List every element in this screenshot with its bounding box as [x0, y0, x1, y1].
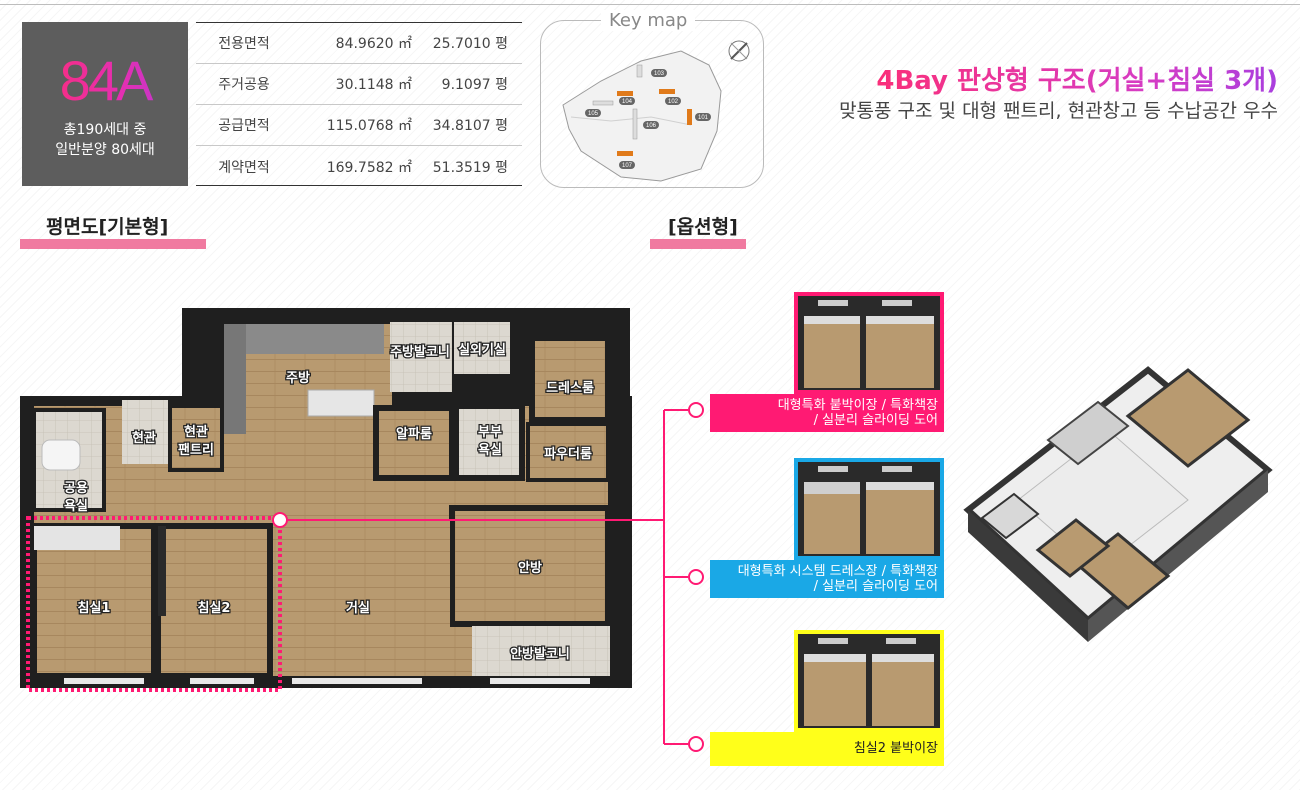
room-label-common-bath-2: 욕실	[64, 498, 88, 514]
top-divider	[0, 4, 1300, 5]
room-label-entrance: 현관	[132, 430, 156, 446]
area-row: 계약면적 169.7582 ㎡ 51.3519 평	[196, 146, 522, 187]
building-107: 107	[622, 163, 633, 169]
unit-type-label: 84A	[22, 52, 188, 110]
option-label-1-line1: 대형특화 붙박이장 / 특화책장	[777, 398, 938, 413]
headline-subtitle: 맞통풍 구조 및 대형 팬트리, 현관창고 등 수납공간 우수	[839, 100, 1278, 122]
area-m2: 84.9620 ㎡	[335, 36, 412, 52]
section-underline	[650, 239, 746, 249]
area-row: 전용면적 84.9620 ㎡ 25.7010 평	[196, 23, 522, 64]
option-connector-dot	[272, 512, 288, 528]
3d-floor-plan-render	[963, 366, 1273, 642]
option-label-2-line2: / 실분리 슬라이딩 도어	[813, 579, 938, 594]
household-count: 총190세대 중 일반분양 80세대	[22, 120, 188, 160]
room-label-master-balcony: 안방발코니	[510, 646, 570, 662]
building-105: 105	[588, 111, 599, 117]
room-label-common-bath: 공용	[64, 480, 88, 496]
room-label-outdoor-unit: 실외기실	[458, 342, 506, 358]
room-label-kitchen: 주방	[286, 370, 310, 386]
section-title-option-text: [옵션형]	[668, 216, 738, 238]
area-row: 공급면적 115.0768 ㎡ 34.8107 평	[196, 105, 522, 146]
area-pyeong: 25.7010 평	[432, 36, 508, 52]
building-106: 106	[646, 123, 657, 129]
room-label-entrance-pantry: 현관	[184, 424, 208, 440]
room-label-living-room: 거실	[346, 600, 370, 616]
key-map: 101 102 103 104 105 106 107 Key map	[540, 10, 764, 188]
area-table: 전용면적 84.9620 ㎡ 25.7010 평 주거공용 30.1148 ㎡ …	[196, 22, 522, 186]
room-label-entrance-pantry-2: 팬트리	[178, 442, 214, 458]
compass-icon	[728, 40, 750, 62]
building-104: 104	[622, 99, 633, 105]
building-101: 101	[698, 115, 709, 121]
area-m2: 115.0768 ㎡	[326, 118, 412, 134]
headline: 4Bay 판상형 구조(거실+침실 3개) 맞통풍 구조 및 대형 팬트리, 현…	[839, 64, 1278, 124]
area-label: 전용면적	[218, 36, 270, 52]
key-map-title: Key map	[601, 10, 696, 31]
option-image-3	[794, 630, 944, 732]
section-underline	[20, 239, 206, 249]
option-label-2: 대형특화 시스템 드레스장 / 특화책장 / 실분리 슬라이딩 도어	[710, 560, 944, 598]
option-image-1	[794, 292, 944, 394]
unit-type-box: 84A 총190세대 중 일반분양 80세대	[22, 22, 188, 186]
option-label-1-line2: / 실분리 슬라이딩 도어	[813, 413, 938, 428]
households-general: 일반분양 80세대	[55, 142, 155, 158]
area-pyeong: 9.1097 평	[441, 77, 508, 93]
headline-title: 4Bay 판상형 구조(거실+침실 3개)	[839, 64, 1278, 98]
area-label: 주거공용	[218, 77, 270, 93]
option-label-3-line1: 침실2 붙박이장	[853, 741, 938, 756]
room-label-powder-room: 파우더룸	[544, 446, 592, 462]
room-label-couple-bath-2: 욕실	[478, 442, 502, 458]
site-map-drawing: 101 102 103 104 105 106 107	[562, 40, 750, 182]
area-m2: 169.7582 ㎡	[326, 159, 412, 176]
section-title-option: [옵션형]	[650, 212, 746, 249]
area-pyeong: 34.8107 평	[432, 118, 508, 134]
area-pyeong: 51.3519 평	[432, 159, 508, 176]
room-label-bedroom1: 침실1	[78, 600, 111, 616]
building-103: 103	[654, 71, 665, 77]
area-label: 계약면적	[218, 159, 270, 176]
room-label-master-room: 안방	[518, 560, 542, 576]
households-total: 총190세대 중	[63, 122, 147, 138]
option-label-3: 침실2 붙박이장	[710, 732, 944, 766]
option-image-2	[794, 458, 944, 560]
building-102: 102	[668, 99, 679, 105]
area-row: 주거공용 30.1148 ㎡ 9.1097 평	[196, 64, 522, 105]
option-label-2-line1: 대형특화 시스템 드레스장 / 특화책장	[737, 564, 938, 579]
area-m2: 30.1148 ㎡	[335, 77, 412, 93]
section-title-basic-text: 평면도[기본형]	[46, 216, 169, 238]
area-label: 공급면적	[218, 118, 270, 134]
room-label-bedroom2: 침실2	[198, 600, 231, 616]
room-label-kitchen-balcony: 주방발코니	[390, 344, 450, 360]
room-label-couple-bath: 부부	[478, 425, 502, 440]
section-title-basic: 평면도[기본형]	[20, 212, 206, 249]
option-label-1: 대형특화 붙박이장 / 특화책장 / 실분리 슬라이딩 도어	[710, 394, 944, 432]
floor-plan: 주방 주방발코니 실외기실 드레스룸 현관 현관 팬트리 알파룸 부부 욕실 파…	[20, 308, 632, 692]
room-label-alpha-room: 알파룸	[396, 426, 432, 442]
room-label-dress-room: 드레스룸	[546, 380, 594, 396]
